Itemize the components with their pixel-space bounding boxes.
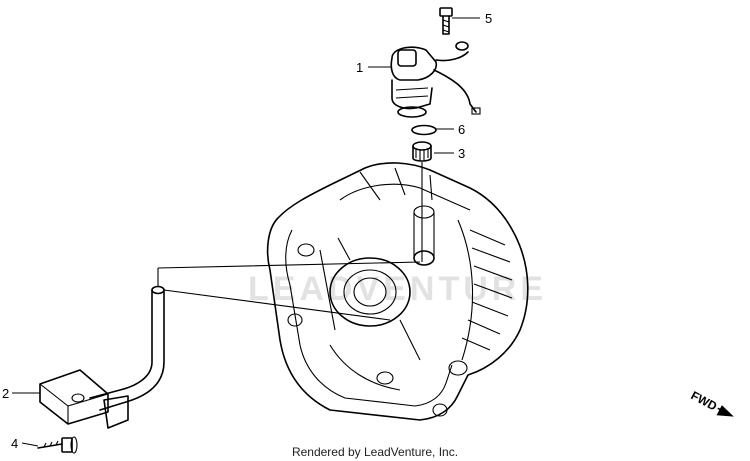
bracket-assembly[interactable] — [39, 285, 165, 429]
oil-alert-switch[interactable] — [390, 41, 481, 118]
fwd-label: FWD — [689, 388, 720, 413]
callout-6[interactable]: 6 — [458, 122, 465, 137]
forward-direction-indicator: FWD — [689, 388, 734, 417]
callout-2[interactable]: 2 — [2, 386, 9, 401]
bolt-bottom[interactable] — [37, 436, 78, 454]
callout-5[interactable]: 5 — [485, 11, 492, 26]
render-credit: Rendered by LeadVenture, Inc. — [292, 445, 458, 459]
leader-4 — [21, 442, 39, 447]
crankcase-housing[interactable] — [266, 162, 529, 421]
oil-plug[interactable] — [412, 141, 432, 162]
callout-4[interactable]: 4 — [11, 436, 18, 451]
o-ring[interactable] — [411, 124, 437, 136]
assembly-line-tube — [157, 261, 421, 321]
arrow-right-icon — [716, 405, 734, 417]
callout-3[interactable]: 3 — [458, 146, 465, 161]
callout-1[interactable]: 1 — [356, 60, 363, 75]
bolt-top[interactable] — [439, 7, 453, 35]
